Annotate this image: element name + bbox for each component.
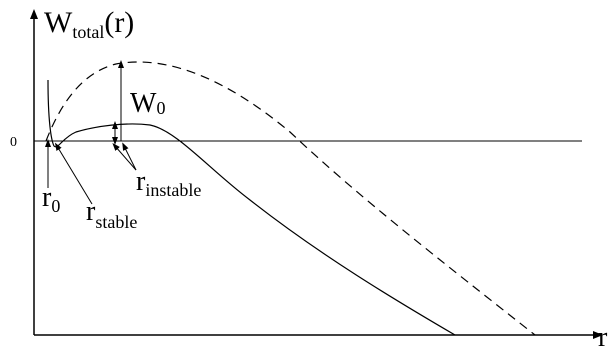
r0-label: r0 [42,182,60,216]
rstable-label: rstable [86,196,137,232]
x-axis-label: r [598,322,608,349]
dashed-energy-curve [45,61,536,336]
rstable-arrow [54,142,93,205]
rinstable-arrow-right [122,142,137,171]
y-axis-label: Wtotal(r) [44,6,134,42]
rinstable-label: rinstable [136,166,201,200]
w0-label: W0 [130,88,165,119]
zero-label: 0 [10,135,17,150]
rinstable-arrow-left [112,142,137,171]
solid-energy-curve [47,79,456,336]
